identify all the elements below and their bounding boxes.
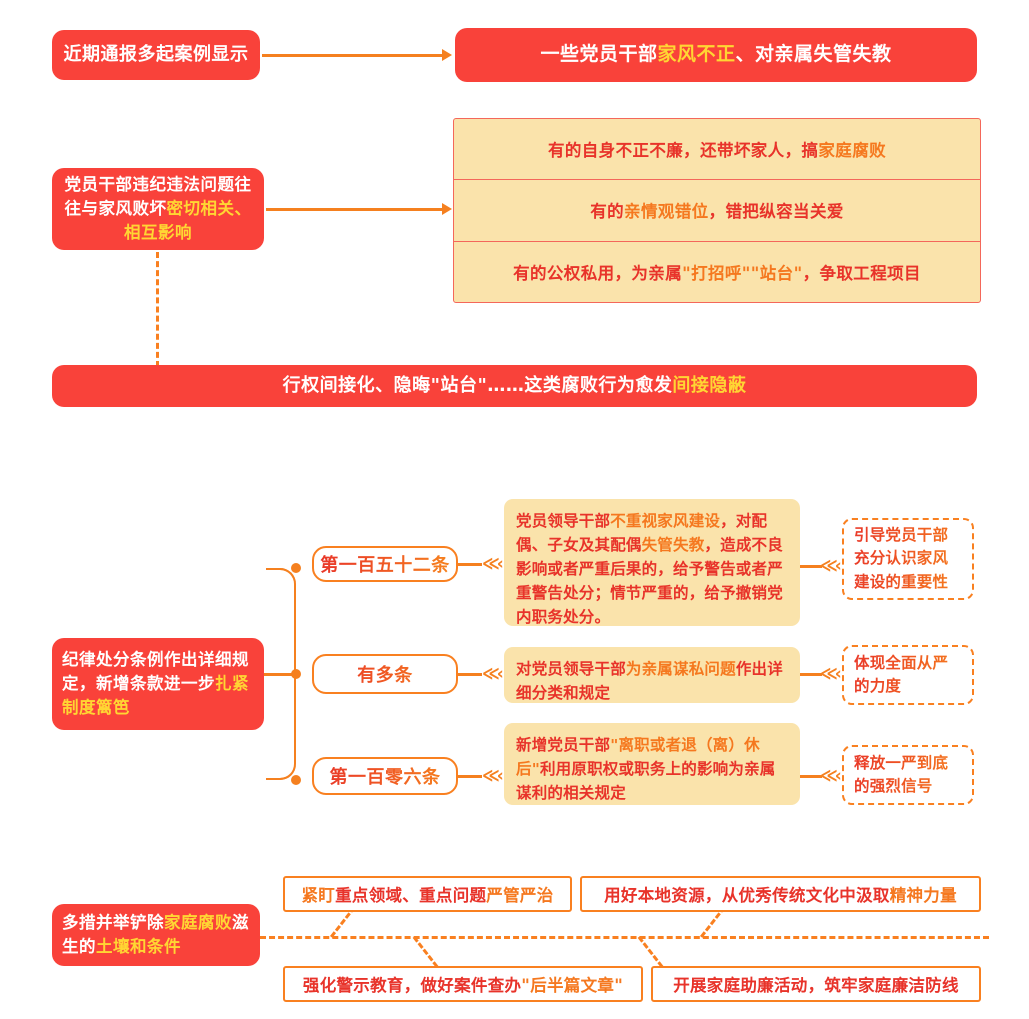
detail0-a: 党员领导干部 [516,512,611,530]
row1-c: ，错把纵容当关爱 [708,202,844,222]
row2-a: 有的公权私用，为亲属 [513,263,683,283]
chevrons-left-icon-0: ≪‹ [482,554,504,574]
bracket-dot-3 [291,775,301,785]
connector-pill2 [458,775,482,778]
connector-cause-to-table [266,208,448,211]
detail0-d: 失管失教 [641,536,705,555]
row0-b: 家庭腐败 [818,141,886,161]
measures-box-a: 多措并举铲除 [62,913,164,933]
note2-label: 释放一严到底的强烈信号 [854,753,949,795]
note-box-1: 体现全面从严的力度 [842,645,974,705]
detail2-a: 新增党员干部 [516,736,611,754]
detail0-e: ，造成不良影响或者严重后果的，给予警告或者严重警告处分；情节严重的，给予撤销党内… [516,536,783,627]
source-box-label: 近期通报多起案例显示 [63,43,249,65]
m2-b: "后半篇文章" [521,976,624,995]
row2-c: ，争取工程项目 [802,263,921,283]
detail0-c: ，对配偶、子女及其配偶 [516,512,768,555]
m2-a: 强化警示教育，做好案件查办 [302,976,522,995]
connector-pill1 [458,673,482,676]
bracket-arc-bottom [266,674,296,780]
detail2-c: 利用原职权或职务上的影响为亲属谋利的相关规定 [516,760,776,803]
cause-box-pre: 党员干部违纪违法问题往往与家风败坏 [64,175,252,219]
bracket-dot-1 [291,563,301,573]
diag-down-1 [412,936,439,968]
note-box-0: 引导党员干部充分认识家风建设的重要性 [842,518,974,600]
measures-box-c: 滋生的 [62,913,249,956]
detail0-b: 不重视家风建设 [610,512,721,530]
table-row: 有的自身不正不廉，还带坏家人，搞家庭腐败 [454,119,980,181]
regulation-box-highlight: 扎紧制度篱笆 [62,674,249,717]
measures-box: 多措并举铲除家庭腐败滋生的土壤和条件 [52,904,260,966]
indirect-banner-pre: 行权间接化、隐晦"站台"……这类腐败行为愈发 [282,374,673,396]
bracket-dot-2 [291,669,301,679]
indirect-banner-highlight: 间接隐蔽 [672,374,747,396]
m0-a: 紧盯 [301,886,336,905]
arrow-right-icon [442,49,452,61]
arrow-right-icon-2 [442,203,452,215]
chevrons-left-icon-2: ≪‹ [482,766,504,786]
note-box-2: 释放一严到底的强烈信号 [842,745,974,805]
m3-a: 开展家庭助廉活动，筑牢家庭廉洁防线 [673,976,959,995]
m0-b: 重点领域、重点问题 [335,886,487,905]
row1-b: 亲情观错位 [624,202,709,222]
connector-note0 [800,565,822,568]
pill-label-2: 第一百零六条 [329,767,441,788]
pill-label-0: 第一百五十二条 [320,555,450,576]
headline-highlight: 家风不正 [657,43,736,66]
bracket-arc-top [266,568,296,674]
cause-box-highlight: 密切相关、相互影响 [124,199,252,242]
headline-banner: 一些党员干部家风不正、对亲属失管失教 [455,28,977,82]
table-row: 有的公权私用，为亲属"打招呼""站台"，争取工程项目 [454,242,980,302]
measure-box-0: 紧盯重点领域、重点问题严管严治 [283,876,572,912]
cause-box: 党员干部违纪违法问题往往与家风败坏密切相关、相互影响 [52,168,264,250]
headline-post: 、对亲属失管失教 [735,43,892,66]
chevrons-left-icon-1: ≪‹ [482,664,504,684]
m0-c: 严管严治 [486,886,554,905]
pill-article-152[interactable]: 第一百五十二条 [312,546,458,582]
indirect-banner: 行权间接化、隐晦"站台"……这类腐败行为愈发间接隐蔽 [52,365,977,407]
detail-box-1: 对党员领导干部为亲属谋私问题作出详细分类和规定 [504,647,800,703]
note0-label: 引导党员干部充分认识家风建设的重要性 [854,526,949,591]
headline-pre: 一些党员干部 [540,43,658,66]
table-row: 有的亲情观错位，错把纵容当关爱 [454,180,980,242]
row0-a: 有的自身不正不廉，还带坏家人，搞 [547,141,819,161]
pill-label-1: 有多条 [357,665,413,686]
chevrons-left-icon-n2: ≪‹ [820,766,842,786]
row2-b: "打招呼""站台" [682,263,803,283]
connector-source-to-headline [262,54,448,57]
source-box: 近期通报多起案例显示 [52,30,260,80]
detail1-a: 对党员领导干部 [516,660,626,678]
connector-cause-to-banner [156,252,159,367]
measure-box-2: 强化警示教育，做好案件查办"后半篇文章" [283,966,643,1002]
chevrons-left-icon-n1: ≪‹ [820,664,842,684]
note1-label: 体现全面从严的力度 [854,653,949,695]
detail-box-0: 党员领导干部不重视家风建设，对配偶、子女及其配偶失管失教，造成不良影响或者严重后… [504,499,800,626]
pill-article-106[interactable]: 第一百零六条 [312,757,458,795]
detail-box-2: 新增党员干部"离职或者退（离）休后"利用原职权或职务上的影响为亲属谋利的相关规定 [504,723,800,805]
m1-b: 精神力量 [889,886,957,905]
detail1-c: 作出详细分类和规定 [516,660,783,703]
connector-pill0 [458,563,482,566]
row1-a: 有的 [590,202,625,222]
detail2-b: "离职或者退（离）休后" [516,736,760,779]
regulation-box: 纪律处分条例作出详细规定，新增条款进一步扎紧制度篱笆 [52,638,264,730]
cause-table: 有的自身不正不廉，还带坏家人，搞家庭腐败 有的亲情观错位，错把纵容当关爱 有的公… [453,118,981,303]
regulation-box-pre: 纪律处分条例作出详细规定，新增条款进一步 [62,650,249,694]
m1-a: 用好本地资源，从优秀传统文化中汲取 [604,886,890,905]
measures-box-d: 土壤和条件 [96,937,181,956]
connector-note1 [800,673,822,676]
measures-spine [260,936,989,939]
connector-note2 [800,775,822,778]
measure-box-3: 开展家庭助廉活动，筑牢家庭廉洁防线 [651,966,981,1002]
detail1-b: 为亲属谋私问题 [625,660,736,678]
chevrons-left-icon-n0: ≪‹ [820,556,842,576]
measures-box-b: 家庭腐败 [164,913,232,933]
pill-multiple-articles[interactable]: 有多条 [312,654,458,694]
measure-box-1: 用好本地资源，从优秀传统文化中汲取精神力量 [580,876,981,912]
diag-down-2 [637,936,664,968]
